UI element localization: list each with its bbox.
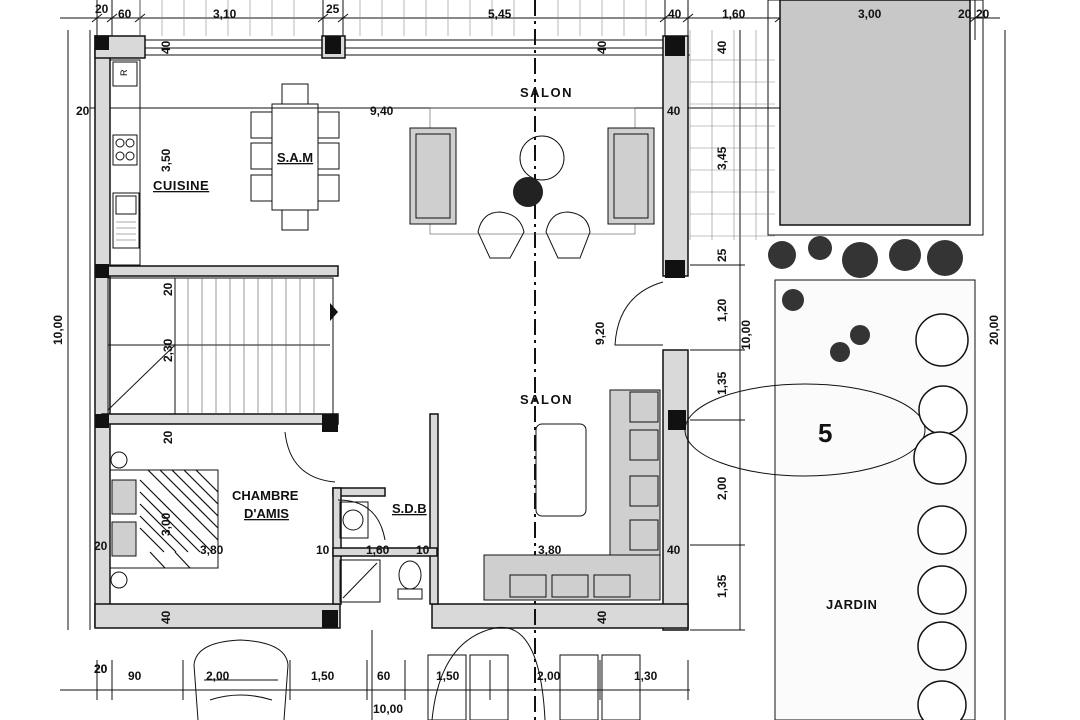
label-cuisine: CUISINE (153, 178, 209, 193)
dim-interior: 9,20 (593, 321, 607, 345)
tree-icon (917, 621, 967, 671)
parking-bays (371, 626, 641, 720)
bathroom-fixtures (339, 501, 423, 603)
label-chambre-2: D'AMIS (244, 506, 289, 521)
dim-right: 2,00 (715, 476, 729, 500)
dim-interior: 40 (595, 610, 609, 624)
dim-top: 20 (958, 7, 972, 21)
dim-left: 20 (94, 662, 108, 676)
shrub-icon (889, 239, 921, 271)
dim-interior: 20 (161, 430, 175, 444)
dim-interior: 20 (161, 282, 175, 296)
staircase (107, 277, 338, 415)
label-zone-5: 5 (818, 418, 832, 448)
doors (284, 281, 664, 541)
shrub-icon (842, 242, 878, 278)
windows (145, 39, 663, 49)
dim-interior: 3,80 (200, 543, 224, 557)
dim-interior: 40 (667, 543, 681, 557)
shrub-icon (927, 240, 963, 276)
dim-right: 1,20 (715, 298, 729, 322)
shrub-icon (830, 342, 850, 362)
dim-top: 3,10 (213, 7, 237, 21)
dim-top: 1,60 (722, 7, 746, 21)
exterior-walls (94, 35, 689, 631)
dim-interior: 40 (159, 610, 173, 624)
dim-interior: 10 (416, 543, 430, 557)
dim-right: 1,35 (715, 574, 729, 598)
dim-right: 20,00 (987, 315, 1001, 345)
shrub-icon (850, 325, 870, 345)
dim-right: 25 (715, 248, 729, 262)
dim-interior: 40 (595, 40, 609, 54)
label-salon-bottom: SALON (520, 392, 573, 407)
dim-interior: 40 (715, 40, 729, 54)
dim-interior: 9,40 (370, 104, 394, 118)
tree-icon (917, 680, 967, 720)
dim-right: 1,35 (715, 371, 729, 395)
kitchen-counter (109, 59, 141, 266)
dim-bottom: 1,50 (436, 669, 460, 683)
shrub-icon (808, 236, 832, 260)
dim-left: 20 (76, 104, 90, 118)
dim-bottom: 20 (94, 662, 108, 676)
dim-bottom: 90 (128, 669, 142, 683)
terrace-grid (139, 0, 775, 240)
living-room-top-furniture (409, 107, 655, 259)
tree-icon (918, 385, 968, 435)
dim-right: 10,00 (739, 320, 753, 350)
dim-interior: 10 (316, 543, 330, 557)
fridge-label: R (119, 69, 129, 76)
dim-bottom: 2,00 (537, 669, 561, 683)
car (193, 639, 289, 720)
dim-interior: 3,00 (159, 512, 173, 536)
shrub-icon (768, 241, 796, 269)
label-chambre-1: CHAMBRE (232, 488, 299, 503)
dim-top: 5,45 (488, 7, 512, 21)
dim-interior: 40 (667, 104, 681, 118)
dim-left: 20 (94, 539, 108, 553)
tree-icon (917, 505, 967, 555)
dining-table (250, 83, 340, 231)
label-salon-top: SALON (520, 85, 573, 100)
pool (767, 0, 984, 236)
dimension-lines (60, 0, 1006, 720)
dim-interior: 3,50 (159, 148, 173, 172)
dim-top: 3,00 (858, 7, 882, 21)
dim-bottom: 1,50 (311, 669, 335, 683)
dim-interior: 1,60 (366, 543, 390, 557)
tree-icon (917, 565, 967, 615)
dim-top: 20 (95, 2, 109, 16)
dim-interior: 40 (159, 40, 173, 54)
tree-icon (915, 313, 969, 367)
dim-top: 40 (668, 7, 682, 21)
dim-top: 25 (326, 2, 340, 16)
garden-oval-path (684, 383, 926, 477)
dim-bottom: 1,30 (634, 669, 658, 683)
dim-interior: 3,80 (538, 543, 562, 557)
tree-icon (913, 431, 967, 485)
dim-top: 20 (976, 7, 990, 21)
guest-bed (109, 451, 219, 589)
dim-bottom: 60 (377, 669, 391, 683)
dim-interior: 2,30 (161, 338, 175, 362)
dim-bottom: 2,00 (206, 669, 230, 683)
label-sdb: S.D.B (392, 501, 427, 516)
garden-trees (768, 236, 969, 720)
dim-left: 10,00 (51, 315, 65, 345)
dim-top: 60 (118, 7, 132, 21)
label-sam: S.A.M (277, 150, 313, 165)
dim-right: 3,45 (715, 146, 729, 170)
label-jardin: JARDIN (826, 597, 877, 612)
living-room-bottom-furniture (483, 389, 661, 601)
shrub-icon (782, 289, 804, 311)
dim-bottom: 10,00 (373, 702, 403, 716)
